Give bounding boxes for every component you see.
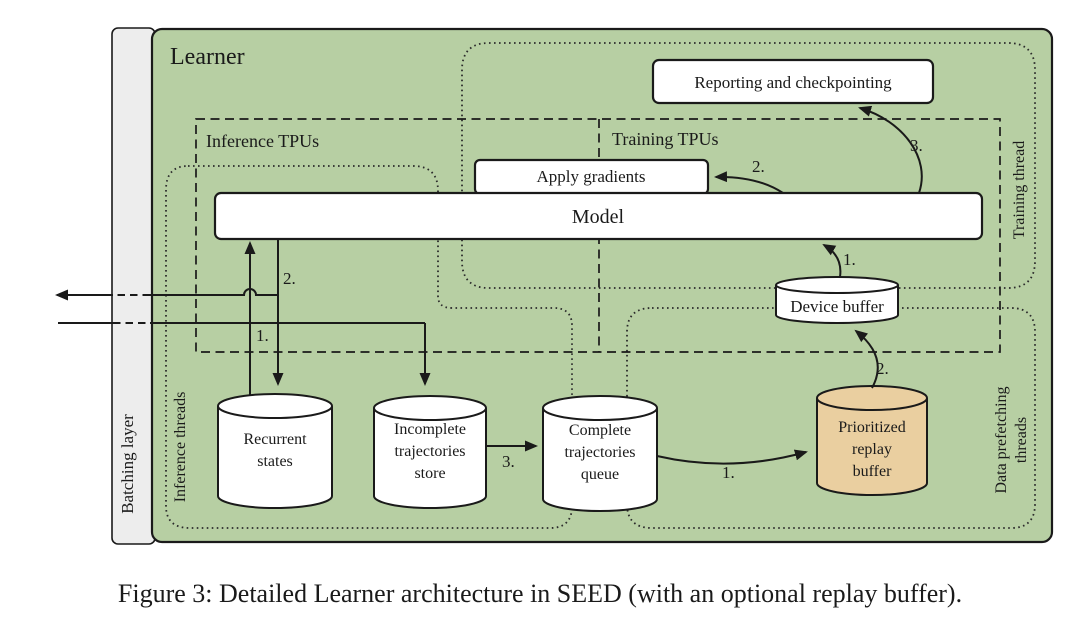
step-replay-to-device: 2. xyxy=(876,359,889,378)
training-tpus-label: Training TPUs xyxy=(612,129,719,149)
step-device-to-model: 1. xyxy=(843,250,856,269)
replay-buffer-label-line1: Prioritized xyxy=(838,419,906,436)
arrow-queue-to-replay xyxy=(656,449,808,465)
flow-arrows xyxy=(55,105,923,465)
complete-queue-label-line3: queue xyxy=(581,466,619,483)
step-store-to-queue: 3. xyxy=(502,452,515,471)
incomplete-store-body xyxy=(373,408,487,509)
recurrent-states-cylinder: Recurrent states xyxy=(217,393,333,509)
recurrent-states-label-line2: states xyxy=(257,453,293,470)
incomplete-store-label-line3: store xyxy=(414,465,445,482)
replay-buffer-label-line3: buffer xyxy=(853,463,892,480)
apply-gradients-label: Apply gradients xyxy=(536,167,645,186)
replay-buffer-top xyxy=(816,385,928,411)
arrow-model-to-reporting xyxy=(858,105,923,194)
training-thread-label: Training thread xyxy=(1011,141,1028,240)
arrow-device-buffer-to-model xyxy=(822,243,842,278)
recurrent-states-body xyxy=(217,406,333,509)
learner-title: Learner xyxy=(170,44,245,70)
reporting-rect xyxy=(651,58,935,105)
step-actions-from-model: 2. xyxy=(283,269,296,288)
device-buffer-body xyxy=(775,285,899,324)
reporting-label: Reporting and checkpointing xyxy=(694,73,892,92)
tpu-dashed-box xyxy=(195,118,1001,353)
apply-gradients-box: Apply gradients xyxy=(473,158,710,196)
recurrent-states-top xyxy=(217,393,333,419)
inference-threads-label: Inference threads xyxy=(172,392,189,503)
complete-trajectories-queue-cylinder: Complete trajectories queue xyxy=(542,395,658,512)
arrow-actions-out-solid xyxy=(150,288,278,296)
device-buffer-top xyxy=(775,276,899,294)
device-buffer-cylinder: Device buffer xyxy=(775,276,899,324)
reporting-checkpointing-box: Reporting and checkpointing xyxy=(651,58,935,105)
device-buffer-label: Device buffer xyxy=(790,297,884,316)
incomplete-store-top xyxy=(373,395,487,421)
incomplete-store-label-line2: trajectories xyxy=(394,443,465,460)
model-box: Model xyxy=(213,191,984,241)
complete-queue-label-line1: Complete xyxy=(569,422,631,439)
batching-layer-label: Batching layer xyxy=(118,414,137,514)
model-rect xyxy=(213,191,984,241)
recurrent-states-label-line1: Recurrent xyxy=(243,431,307,448)
data-prefetching-label-line1: Data prefetching xyxy=(993,386,1010,493)
complete-queue-top xyxy=(542,395,658,421)
arrow-gradients-to-apply xyxy=(714,171,784,194)
inference-tpus-label: Inference TPUs xyxy=(206,131,319,151)
flow-step-labels: 2. 1. 3. 1. 2. 1. 2. 3. xyxy=(256,136,923,482)
arrow-replay-to-device-buffer xyxy=(854,329,879,389)
inference-threads-region xyxy=(165,165,573,529)
replay-buffer-label-line2: replay xyxy=(852,441,892,458)
model-label: Model xyxy=(572,206,625,228)
training-thread-region xyxy=(461,42,1036,289)
step-queue-to-replay: 1. xyxy=(722,463,735,482)
incomplete-trajectories-store-cylinder: Incomplete trajectories store xyxy=(373,395,487,509)
step-gradients-to-apply: 2. xyxy=(752,157,765,176)
replay-buffer-body xyxy=(816,398,928,496)
step-observations-to-model: 1. xyxy=(256,326,269,345)
complete-queue-body xyxy=(542,408,658,512)
figure-caption: Figure 3: Detailed Learner architecture … xyxy=(118,579,962,608)
prioritized-replay-buffer-cylinder: Prioritized replay buffer xyxy=(816,385,928,496)
step-model-to-reporting: 3. xyxy=(910,136,923,155)
incomplete-store-label-line1: Incomplete xyxy=(394,421,466,438)
complete-queue-label-line2: trajectories xyxy=(564,444,635,461)
data-prefetching-label-line2: threads xyxy=(1013,417,1030,463)
